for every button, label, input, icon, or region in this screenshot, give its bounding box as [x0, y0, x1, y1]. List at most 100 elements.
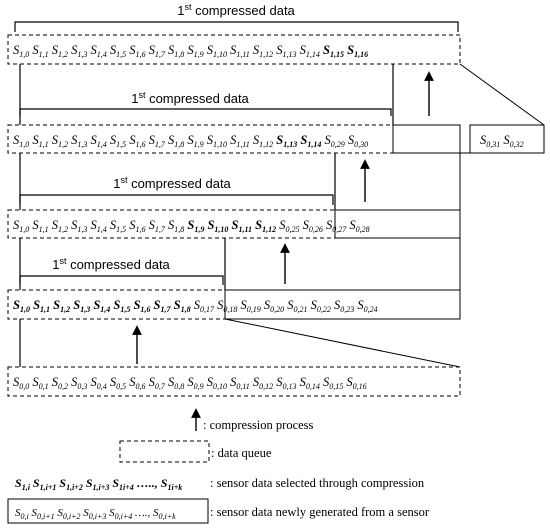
sensor-data-item: S1,9​: [184, 43, 203, 59]
sensor-data-item: S0,16​: [343, 375, 366, 391]
sensor-data-item: S1,4​: [90, 298, 110, 314]
sensor-data-item: S1,8​: [171, 298, 191, 314]
queue-sequence-3: S1,0​ S1,1​ S1,2​ S1,3​ S1,4​ S1,5​ S1,6…: [13, 218, 370, 234]
sensor-data-item: S1,4​: [87, 43, 106, 59]
sensor-data-item: S1,7​: [146, 43, 166, 59]
sensor-data-item: S1,16​: [344, 43, 368, 59]
legend-new-item: S0,i+1​: [29, 507, 55, 521]
sensor-data-item: S1,4​: [87, 218, 106, 234]
brace-compressed-4: [19, 275, 224, 285]
sensor-data-item: S1,0​: [13, 298, 30, 314]
legend-selected-item: S1,i+3​: [83, 476, 109, 492]
sensor-data-item: S1,6​: [126, 43, 145, 59]
sensor-data-item: S0,28​: [346, 218, 369, 234]
new-data-box-5: [7, 366, 461, 397]
sensor-data-item: S1,6​: [126, 133, 145, 149]
sensor-data-item: S0,22​: [307, 298, 330, 314]
sensor-data-item: S0,4​: [87, 375, 106, 391]
sensor-data-item: S1,4​: [87, 133, 106, 149]
sensor-data-item: S1,1​: [29, 218, 48, 234]
connector-4-right: [224, 318, 461, 368]
legend-new-item: S0,i+2​: [55, 507, 81, 521]
brace-compressed-1: [14, 21, 459, 32]
sensor-data-item: S0,18​: [214, 298, 237, 314]
legend-selected-item: S1i+k​: [161, 476, 182, 492]
sensor-data-item: S0,25​: [276, 218, 299, 234]
brace-compressed-2: [19, 108, 392, 116]
sensor-data-item: S1,3​: [68, 218, 87, 234]
sensor-data-item: S1,7​: [150, 298, 171, 314]
sensor-data-item: S1,10​: [204, 43, 227, 59]
sensor-data-item: S1,13​: [273, 43, 296, 59]
legend-selected-item: S1,i+1​: [30, 476, 56, 492]
sensor-data-item: S0,23​: [331, 298, 354, 314]
sensor-data-item: S1,0​: [13, 218, 29, 234]
sensor-data-item: S1,14​: [297, 133, 321, 149]
sensor-data-item: S1,7​: [146, 133, 166, 149]
sensor-data-item: S0,6​: [126, 375, 145, 391]
legend-selected-item: S1,i+2​: [56, 476, 82, 492]
data-queue-1: [7, 34, 461, 65]
sensor-data-item: S0,24​: [354, 298, 377, 314]
legend-new-item: S0,i+k​: [153, 507, 176, 521]
sensor-data-item: S0,7​: [146, 375, 166, 391]
sensor-data-item: S1,9​: [184, 133, 203, 149]
compressed-label-4: 1st compressed data: [52, 256, 170, 272]
sensor-data-item: S0,21​: [284, 298, 307, 314]
sensor-data-item: S1,12​: [250, 43, 273, 59]
legend-selected-item: S1i+4​: [109, 476, 133, 492]
sensor-data-item: S1,5​: [107, 43, 126, 59]
sensor-data-item: S0,15​: [320, 375, 343, 391]
sensor-data-item: S0,9​: [184, 375, 203, 391]
new-data-box-4: [224, 289, 461, 320]
legend-new-item: S0,i​: [15, 507, 29, 521]
sensor-data-item: S0,2​: [49, 375, 68, 391]
sensor-data-item: S0,27​: [323, 218, 347, 234]
sensor-data-item: S0,10​: [204, 375, 227, 391]
legend-selected-sequence: S1,i​ S1,i+1​ S1,i+2​ S1,i+3​ S1i+4​ …..…: [15, 476, 182, 492]
queue-sequence-5: S0,0​ S0,1​ S0,2​ S0,3​ S0,4​ S0,5​ S0,6…: [13, 375, 367, 391]
legend-queue-icon: [119, 440, 210, 463]
sensor-data-item: S0,12​: [250, 375, 273, 391]
new-data-box-3: [334, 209, 461, 239]
sensor-data-item: S0,1​: [29, 375, 48, 391]
sensor-data-item: S0,8​: [165, 375, 184, 391]
sensor-data-item: S1,8​: [165, 218, 184, 234]
sensor-data-item: S0,31​: [480, 133, 500, 149]
connector-1-right-a: [459, 63, 545, 126]
sensor-data-item: S0,11​: [227, 375, 250, 391]
sensor-data-item: S1,14​: [297, 43, 320, 59]
sensor-data-item: S0,29​: [321, 133, 344, 149]
sensor-data-item: S1,2​: [49, 43, 68, 59]
sensor-data-item: S1,8​: [165, 43, 184, 59]
sensor-data-item: S1,3​: [68, 43, 87, 59]
sensor-data-item: S1,1​: [29, 133, 48, 149]
sensor-data-item: S1,5​: [110, 298, 130, 314]
sensor-data-item: S1,7​: [146, 218, 166, 234]
sensor-data-item: S0,5​: [107, 375, 126, 391]
sensor-data-item: S1,0​: [13, 43, 29, 59]
sensor-data-item: S1,2​: [49, 218, 68, 234]
sensor-data-item: S1,2​: [49, 133, 68, 149]
sensor-data-item: S1,2​: [50, 298, 70, 314]
legend-new-sequence: S0,i​ S0,i+1​ S0,i+2​ S0,i+3​ S0,i+4​ ….…: [15, 507, 176, 521]
legend-selected-text: : sensor data selected through compressi…: [210, 476, 425, 490]
sensor-data-item: S0,0​: [13, 375, 29, 391]
sensor-data-item: S1,13​: [273, 133, 297, 149]
sensor-data-item: S1,11​: [227, 43, 250, 59]
sensor-data-item: S1,0​: [13, 133, 29, 149]
queue-sequence-4: S1,0​ S1,1​ S1,2​ S1,3​ S1,4​ S1,5​ S1,6…: [13, 298, 378, 314]
sensor-data-item: S0,32​: [500, 133, 523, 149]
sensor-data-item: S1,3​: [68, 133, 87, 149]
sensor-data-item: S1,6​: [126, 218, 145, 234]
sensor-data-item: S1,10​: [204, 133, 227, 149]
compressed-label-2: 1st compressed data: [131, 90, 249, 106]
sensor-data-item: S1,6​: [130, 298, 150, 314]
sensor-data-item: S0,14​: [297, 375, 320, 391]
legend-new-data-icon: [7, 498, 209, 524]
legend-new-text: : sensor data newly generated from a sen…: [210, 505, 430, 519]
sensor-data-item: S0,3​: [68, 375, 87, 391]
compressed-label-1: 1st compressed data: [177, 2, 295, 18]
sensor-data-item: S1,3​: [70, 298, 90, 314]
sensor-data-item: S0,13​: [273, 375, 296, 391]
